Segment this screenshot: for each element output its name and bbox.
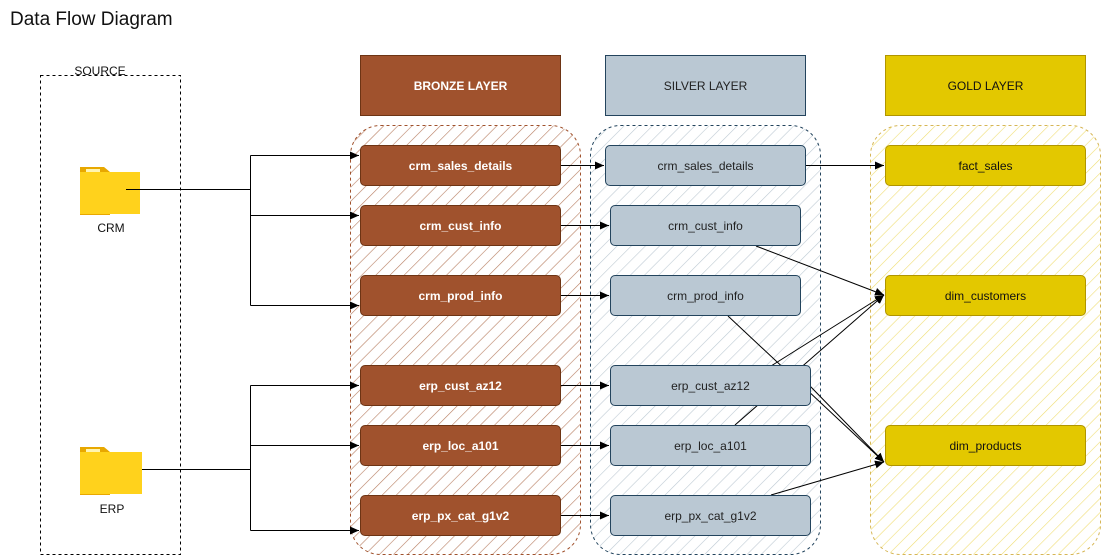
source-label: SOURCE [74, 64, 126, 78]
silver-node-crm-sales-details: crm_sales_details [605, 145, 806, 186]
erp-folder-icon [80, 447, 142, 495]
gold-node-dim-products: dim_products [885, 425, 1086, 466]
bronze-node-crm-prod-info: crm_prod_info [360, 275, 561, 316]
page-title: Data Flow Diagram [10, 9, 173, 30]
silver-node-erp-loc-a101: erp_loc_a101 [610, 425, 811, 466]
bronze-node-crm-cust-info: crm_cust_info [360, 205, 561, 246]
gold-node-fact-sales: fact_sales [885, 145, 1086, 186]
bronze-node-erp-cust-az12: erp_cust_az12 [360, 365, 561, 406]
crm-folder-icon [80, 167, 140, 215]
silver-layer-header: SILVER LAYER [605, 55, 806, 116]
gold-node-dim-customers: dim_customers [885, 275, 1086, 316]
gold-layer-container [870, 125, 1101, 555]
bronze-node-erp-loc-a101: erp_loc_a101 [360, 425, 561, 466]
bronze-layer-container [350, 125, 581, 555]
bronze-layer-header: BRONZE LAYER [360, 55, 561, 116]
crm-to-bronze-connectors [126, 151, 359, 310]
crm-label: CRM [97, 221, 125, 235]
bronze-node-crm-sales-details: crm_sales_details [360, 145, 561, 186]
silver-node-crm-cust-info: crm_cust_info [610, 205, 801, 246]
silver-node-erp-px-cat-g1v2: erp_px_cat_g1v2 [610, 495, 811, 536]
erp-to-bronze-connectors [142, 381, 359, 535]
silver-node-crm-prod-info: crm_prod_info [610, 275, 801, 316]
silver-node-erp-cust-az12: erp_cust_az12 [610, 365, 811, 406]
bronze-to-silver-connectors [561, 161, 609, 520]
source-container [40, 75, 181, 555]
gold-layer-header: GOLD LAYER [885, 55, 1086, 116]
erp-label: ERP [99, 502, 125, 516]
bronze-node-erp-px-cat-g1v2: erp_px_cat_g1v2 [360, 495, 561, 536]
